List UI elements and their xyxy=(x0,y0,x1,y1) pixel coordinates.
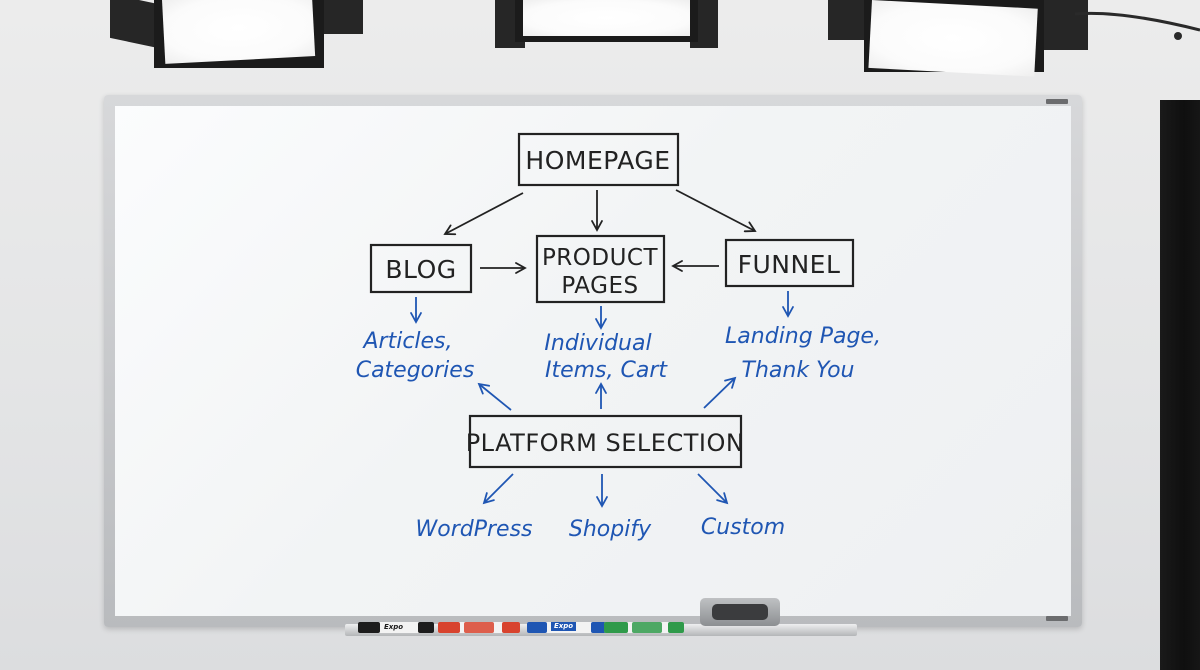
green-marker[interactable] xyxy=(604,622,684,633)
whiteboard-badge-top xyxy=(1046,99,1068,104)
arrow-platform-to-funnel-notes xyxy=(703,376,737,409)
arrow-homepage-to-funnel xyxy=(675,189,757,233)
blog-note-line1: Articles, xyxy=(361,329,452,354)
studio-light-right xyxy=(828,0,1088,77)
studio-light-left xyxy=(110,0,365,70)
funnel-note-line1: Landing Page, xyxy=(725,324,881,349)
whiteboard-badge-bottom xyxy=(1046,616,1068,621)
platform-option-wordpress: WordPress xyxy=(416,517,533,542)
blog-label: BLOG xyxy=(385,255,456,284)
whiteboard-surface xyxy=(115,106,1071,616)
funnel-note-line2: Thank You xyxy=(742,358,855,383)
blue-marker[interactable]: Expo xyxy=(527,622,607,633)
product-pages-label-line1: PRODUCT xyxy=(542,245,659,271)
product-note-line1: Individual xyxy=(544,331,651,356)
dark-curtain xyxy=(1160,100,1200,670)
arrow-platform-to-custom xyxy=(697,473,729,505)
studio-light-center xyxy=(495,0,720,50)
arrow-homepage-to-blog xyxy=(443,192,524,236)
funnel-label: FUNNEL xyxy=(738,250,841,279)
platform-selection-box xyxy=(468,414,743,469)
platform-option-custom: Custom xyxy=(701,515,785,540)
red-marker[interactable] xyxy=(438,622,520,633)
product-note-line2: Items, Cart xyxy=(545,358,668,383)
arrow-platform-to-blog-notes xyxy=(477,382,512,411)
platform-option-shopify: Shopify xyxy=(569,517,652,542)
light-cable xyxy=(1074,11,1200,40)
funnel-box xyxy=(724,238,855,288)
arrow-platform-to-wordpress xyxy=(482,473,514,505)
blog-note-line2: Categories xyxy=(356,358,475,383)
product-pages-box xyxy=(535,234,666,304)
black-marker-label: Expo xyxy=(384,623,404,631)
homepage-box xyxy=(517,132,680,187)
blue-marker-label: Expo xyxy=(551,622,577,631)
eraser-felt xyxy=(712,604,768,620)
black-marker[interactable]: Expo xyxy=(358,622,434,633)
product-pages-label-line2: PAGES xyxy=(561,273,638,299)
whiteboard-eraser[interactable] xyxy=(700,598,780,626)
homepage-label: HOMEPAGE xyxy=(525,146,670,175)
blog-box xyxy=(369,243,473,294)
platform-selection-label: PLATFORM SELECTION xyxy=(466,429,745,457)
